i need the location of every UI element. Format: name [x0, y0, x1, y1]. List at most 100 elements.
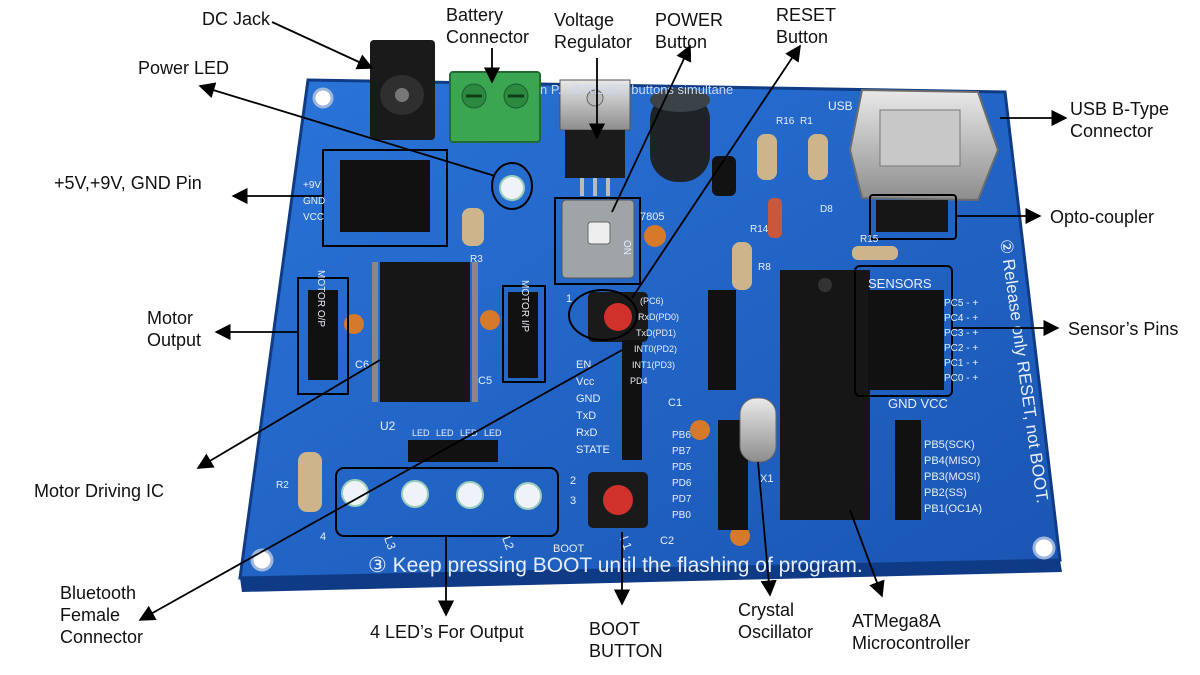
motor-output-header: [308, 290, 338, 380]
bluetooth-header: [622, 340, 642, 460]
silk-power-pin: GND: [303, 196, 325, 207]
silk-sensor-row: PC2 - +: [944, 343, 978, 354]
silk-sensor-row: PC0 - +: [944, 373, 978, 384]
highlight-power-switch: [554, 197, 641, 285]
silk-port-b-left: PB0: [672, 510, 691, 521]
silk-usb-label: USB: [828, 99, 853, 113]
silk-sensor-row: PC1 - +: [944, 358, 978, 369]
transistor: [712, 156, 736, 196]
usb-b-connector: [848, 88, 1000, 202]
highlight-power-led: [491, 162, 533, 210]
arrow-mcu: [849, 509, 885, 598]
label-power-pins: +5V,+9V, GND Pin: [54, 173, 202, 193]
silk-power-pin: VCC: [303, 212, 324, 223]
silk-step-label: 2: [570, 475, 576, 487]
silk-bt-pin: EN: [576, 359, 591, 371]
resistor: [298, 452, 322, 512]
label-voltage-regulator: Voltage Regulator: [554, 10, 633, 52]
silk-port-b-left: PD5: [672, 462, 692, 473]
label-power-led: Power LED: [138, 58, 230, 78]
silk-port-d: (PC6): [640, 296, 664, 306]
silk-res-label: R16: [776, 116, 795, 127]
electrolytic-capacitor: [650, 88, 710, 182]
silk-bt-pin: STATE: [576, 444, 610, 456]
silk-port-b-left: PB6: [672, 430, 691, 441]
highlight-marks: [297, 149, 957, 537]
silk-boot-label: BOOT: [553, 543, 584, 555]
silk-footer-instruction: ③ Keep pressing BOOT until the flashing …: [368, 554, 863, 577]
highlight-sensors: [854, 265, 953, 397]
label-motor-output: Motor Output: [147, 308, 202, 350]
label-boot-button: BOOT BUTTON: [589, 619, 663, 661]
power-led: [499, 175, 525, 201]
power-pin-header: [340, 160, 430, 232]
arrow-reset-button: [631, 44, 801, 299]
diode: [768, 198, 782, 238]
label-opto-coupler: Opto-coupler: [1050, 207, 1155, 227]
silk-port-d: INT0(PD2): [634, 344, 677, 354]
port-d-header: [708, 290, 736, 390]
silk-port-d: PD4: [630, 376, 648, 386]
resistor: [757, 134, 777, 180]
battery-connector: [449, 71, 541, 143]
ceramic-capacitor: [644, 225, 666, 247]
silk-port-b-left: PD6: [672, 478, 692, 489]
silk-cap-label: C5: [478, 375, 492, 387]
ceramic-capacitor: [730, 526, 750, 546]
output-led: [401, 480, 429, 508]
silk-motor-ip: MOTOR I/P: [519, 280, 530, 332]
silk-gnd-vcc: GND VCC: [888, 396, 948, 411]
motor-input-header: [508, 292, 538, 378]
output-led-row: [341, 479, 542, 510]
highlight-power-pins: [322, 149, 448, 247]
silk-sensor-row: PC5 - +: [944, 298, 978, 309]
mounting-hole-br: [1032, 536, 1056, 560]
silk-on-label: ON: [621, 240, 632, 255]
arrow-crystal: [757, 461, 777, 597]
silk-port-d: RxD(PD0): [638, 312, 679, 322]
power-switch: [561, 199, 635, 279]
sensor-pin-header: [868, 290, 944, 390]
label-usb-connector: USB B-Type Connector: [1070, 99, 1170, 141]
silk-cap-label: C1: [668, 397, 682, 409]
label-sensor-pins: Sensor’s Pins: [1068, 319, 1179, 339]
arrow-power-led: [198, 82, 496, 177]
highlight-reset-button: [568, 289, 638, 341]
silk-bt-pin: TxD: [576, 410, 596, 422]
silk-diode-label: D8: [820, 204, 833, 215]
led-header: [408, 440, 498, 462]
callout-arrows: [138, 21, 1068, 621]
silk-res-label: R2: [276, 480, 289, 491]
highlight-opto: [869, 194, 957, 240]
label-output-leds: 4 LED’s For Output: [370, 622, 524, 642]
opto-coupler-chip: [876, 200, 948, 232]
silk-sensor-row: PC3 - +: [944, 328, 978, 339]
silk-res-label: R1: [800, 116, 813, 127]
silk-port-b-right: PB4(MISO): [924, 455, 980, 467]
silk-port-b-left: PD7: [672, 494, 692, 505]
silk-cap-label: C2: [660, 535, 674, 547]
label-microcontroller: ATMega8A Microcontroller: [852, 611, 971, 653]
silk-led-label: L3: [381, 534, 399, 552]
label-bluetooth-connector: Bluetooth Female Connector: [60, 583, 144, 647]
silk-step-label: 3: [570, 495, 576, 507]
silk-led-label: L2: [499, 534, 517, 552]
silk-port-b-right: PB2(SS): [924, 487, 967, 499]
silk-sensors-label: SENSORS: [868, 276, 932, 291]
silk-top-instruction: n P... & RESET buttons simultane: [540, 82, 733, 97]
resistor: [732, 242, 752, 290]
dc-jack: [370, 40, 435, 140]
silk-res-label: R15: [860, 234, 879, 245]
highlight-motor-in: [502, 285, 546, 383]
resistor: [462, 208, 484, 246]
output-led: [514, 482, 542, 510]
silk-res-label: R3: [470, 254, 483, 265]
silk-bt-pin: GND: [576, 393, 601, 405]
ceramic-capacitor: [480, 310, 500, 330]
highlight-leds: [335, 467, 559, 537]
resistor: [852, 246, 898, 260]
label-dc-jack: DC Jack: [202, 9, 271, 29]
silk-sensor-row: PC4 - +: [944, 313, 978, 324]
silk-led-header: LED: [436, 428, 454, 438]
